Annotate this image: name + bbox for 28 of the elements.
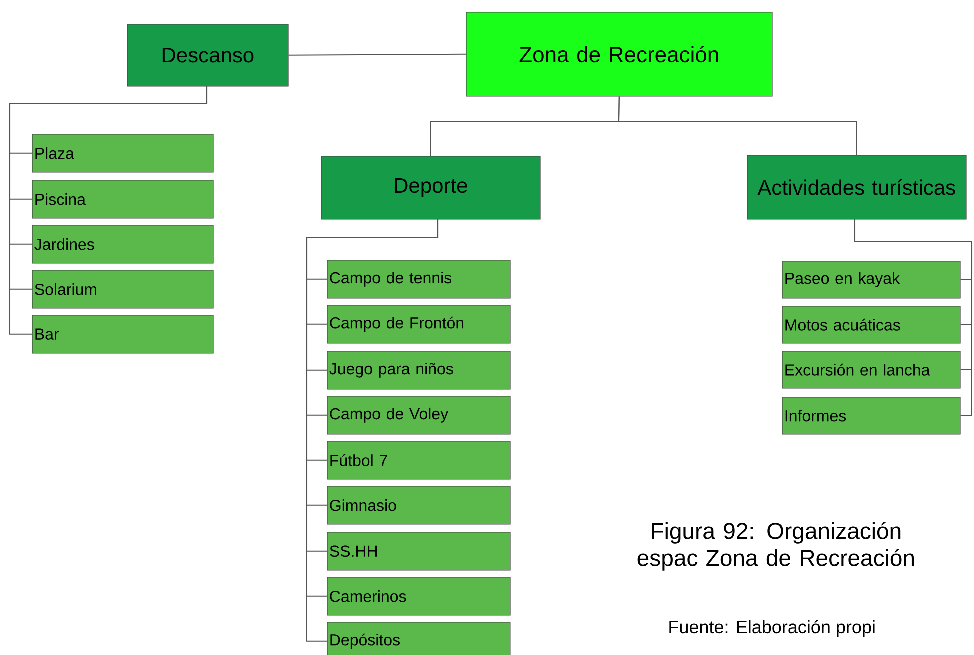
item-box: Plaza: [32, 134, 214, 173]
item-box: Juego para niños: [327, 351, 511, 390]
item-box: Piscina: [32, 180, 214, 219]
connector-line: [854, 218, 972, 416]
connector-line: [288, 54, 466, 56]
item-box: Campo de tennis: [327, 260, 511, 299]
item-box: Gimnasio: [327, 486, 511, 525]
item-box: Depósitos: [327, 622, 511, 655]
item-box: Campo de Voley: [327, 396, 511, 435]
connector-line: [618, 96, 858, 156]
connector-line: [10, 86, 208, 335]
item-box: Solarium: [32, 270, 214, 309]
category-box: Actividades turísticas: [747, 155, 967, 220]
item-box: Paseo en kayak: [782, 261, 961, 299]
item-box: Fútbol 7: [327, 441, 511, 480]
item-box: Jardines: [32, 225, 214, 264]
item-box: Camerinos: [327, 577, 511, 616]
root-box: Zona de Recreación: [466, 12, 773, 97]
item-box: Informes: [782, 397, 961, 435]
item-box: Motos acuáticas: [782, 306, 961, 344]
category-box: Deporte: [321, 156, 541, 220]
item-box: SS.HH: [327, 532, 511, 571]
category-box: Descanso: [127, 24, 289, 87]
item-box: Bar: [32, 315, 214, 354]
item-box: Excursión en lancha: [782, 351, 961, 389]
figure-caption: Figura 92: Organización espac Zona de Recreación: [638, 522, 914, 571]
item-box: Campo de Frontón: [327, 305, 511, 344]
source-note: Fuente: Elaboración propi: [670, 620, 875, 638]
